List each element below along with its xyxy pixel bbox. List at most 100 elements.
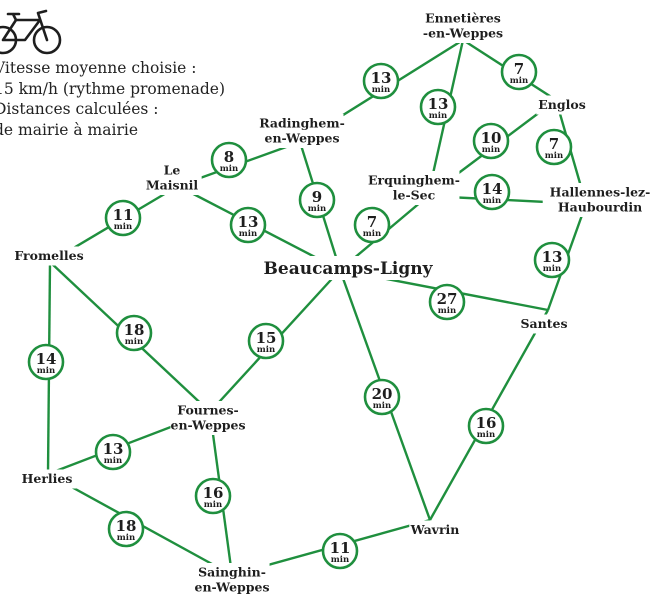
town-label-bg (260, 114, 344, 148)
town-label-herlies: Herlies (22, 471, 73, 486)
duration-value: 7 (549, 135, 559, 153)
town-label-radinghem: Radinghem-en-Weppes (259, 116, 345, 146)
intro-line: 15 km/h (rythme promenade) (0, 79, 225, 98)
duration-badge-circle (194, 477, 232, 515)
duration-unit: min (220, 164, 238, 174)
duration-value: 13 (371, 69, 392, 87)
duration-value: 16 (203, 484, 224, 502)
duration-badge-circle (27, 343, 65, 381)
duration-value: 8 (224, 148, 234, 166)
duration-unit: min (363, 229, 381, 239)
intro-line: Vitesse moyenne choisie : (0, 59, 197, 77)
town-label-sainghin: Sainghin-en-Weppes (195, 565, 270, 595)
town-label-bg (266, 256, 430, 280)
duration-value: 7 (514, 60, 524, 78)
duration-value: 13 (428, 95, 449, 113)
duration-value: 13 (542, 248, 563, 266)
duration-unit: min (483, 196, 501, 206)
town-label-fromelles: Fromelles (14, 248, 83, 263)
duration-unit: min (545, 151, 563, 161)
duration-badge-circle (94, 433, 132, 471)
duration-badge-circle (473, 173, 511, 211)
duration-badge-circle (321, 532, 359, 570)
duration-badge-circle (107, 510, 145, 548)
duration-value: 16 (476, 414, 497, 432)
duration-value: 18 (116, 517, 137, 535)
duration-badge-circle (247, 322, 285, 360)
duration-badge-circle (419, 88, 457, 126)
duration-badge-circle (363, 378, 401, 416)
duration-value: 11 (113, 206, 134, 224)
town-label-ennetieres: Ennetières-en-Weppes (423, 11, 503, 41)
duration-value: 13 (238, 213, 259, 231)
town-label-santes: Santes (521, 316, 568, 331)
duration-value: 11 (330, 539, 351, 557)
duration-value: 27 (437, 290, 458, 308)
duration-unit: min (438, 306, 456, 316)
duration-unit: min (204, 500, 222, 510)
town-label-wavrin: Wavrin (410, 522, 460, 537)
duration-badge-circle (353, 206, 391, 244)
town-label-bg (170, 401, 246, 435)
duration-unit: min (257, 345, 275, 355)
intro-line: de mairie à mairie (0, 120, 138, 139)
duration-unit: min (477, 430, 495, 440)
duration-badge-circle (298, 181, 336, 219)
duration-badge-circle (428, 283, 466, 321)
duration-badge-circle (500, 53, 538, 91)
duration-value: 18 (124, 321, 145, 339)
duration-unit: min (239, 229, 257, 239)
duration-badge-circle (533, 241, 571, 279)
duration-unit: min (372, 85, 390, 95)
duration-badge-circle (115, 314, 153, 352)
duration-unit: min (125, 337, 143, 347)
duration-badge-circle (467, 407, 505, 445)
duration-unit: min (37, 366, 55, 376)
duration-value: 10 (481, 129, 502, 147)
bicycle-icon (0, 6, 64, 61)
duration-badge-circle (362, 62, 400, 100)
duration-unit: min (510, 76, 528, 86)
town-label-hallennes: Hallennes-lez-Haubourdin (550, 185, 651, 215)
town-label-bg (194, 563, 270, 597)
town-label-fournes: Fournes-en-Weppes (171, 403, 246, 433)
town-label-bg (542, 183, 657, 217)
duration-unit: min (331, 555, 349, 565)
duration-badge-circle (535, 128, 573, 166)
town-label-beaucamps: Beaucamps-Ligny (264, 259, 434, 279)
town-label-bg (368, 171, 460, 205)
town-label-bg (518, 314, 570, 334)
duration-value: 14 (36, 350, 57, 368)
town-label-englos: Englos (538, 97, 585, 112)
intro-text: Vitesse moyenne choisie : 15 km/h (rythme… (0, 58, 225, 140)
town-label-bg (536, 95, 588, 115)
duration-value: 20 (372, 385, 393, 403)
town-label-bg (142, 161, 202, 195)
duration-value: 7 (367, 213, 377, 231)
duration-badge-circle (210, 141, 248, 179)
duration-value: 9 (312, 188, 322, 206)
duration-badge-circle (104, 199, 142, 237)
